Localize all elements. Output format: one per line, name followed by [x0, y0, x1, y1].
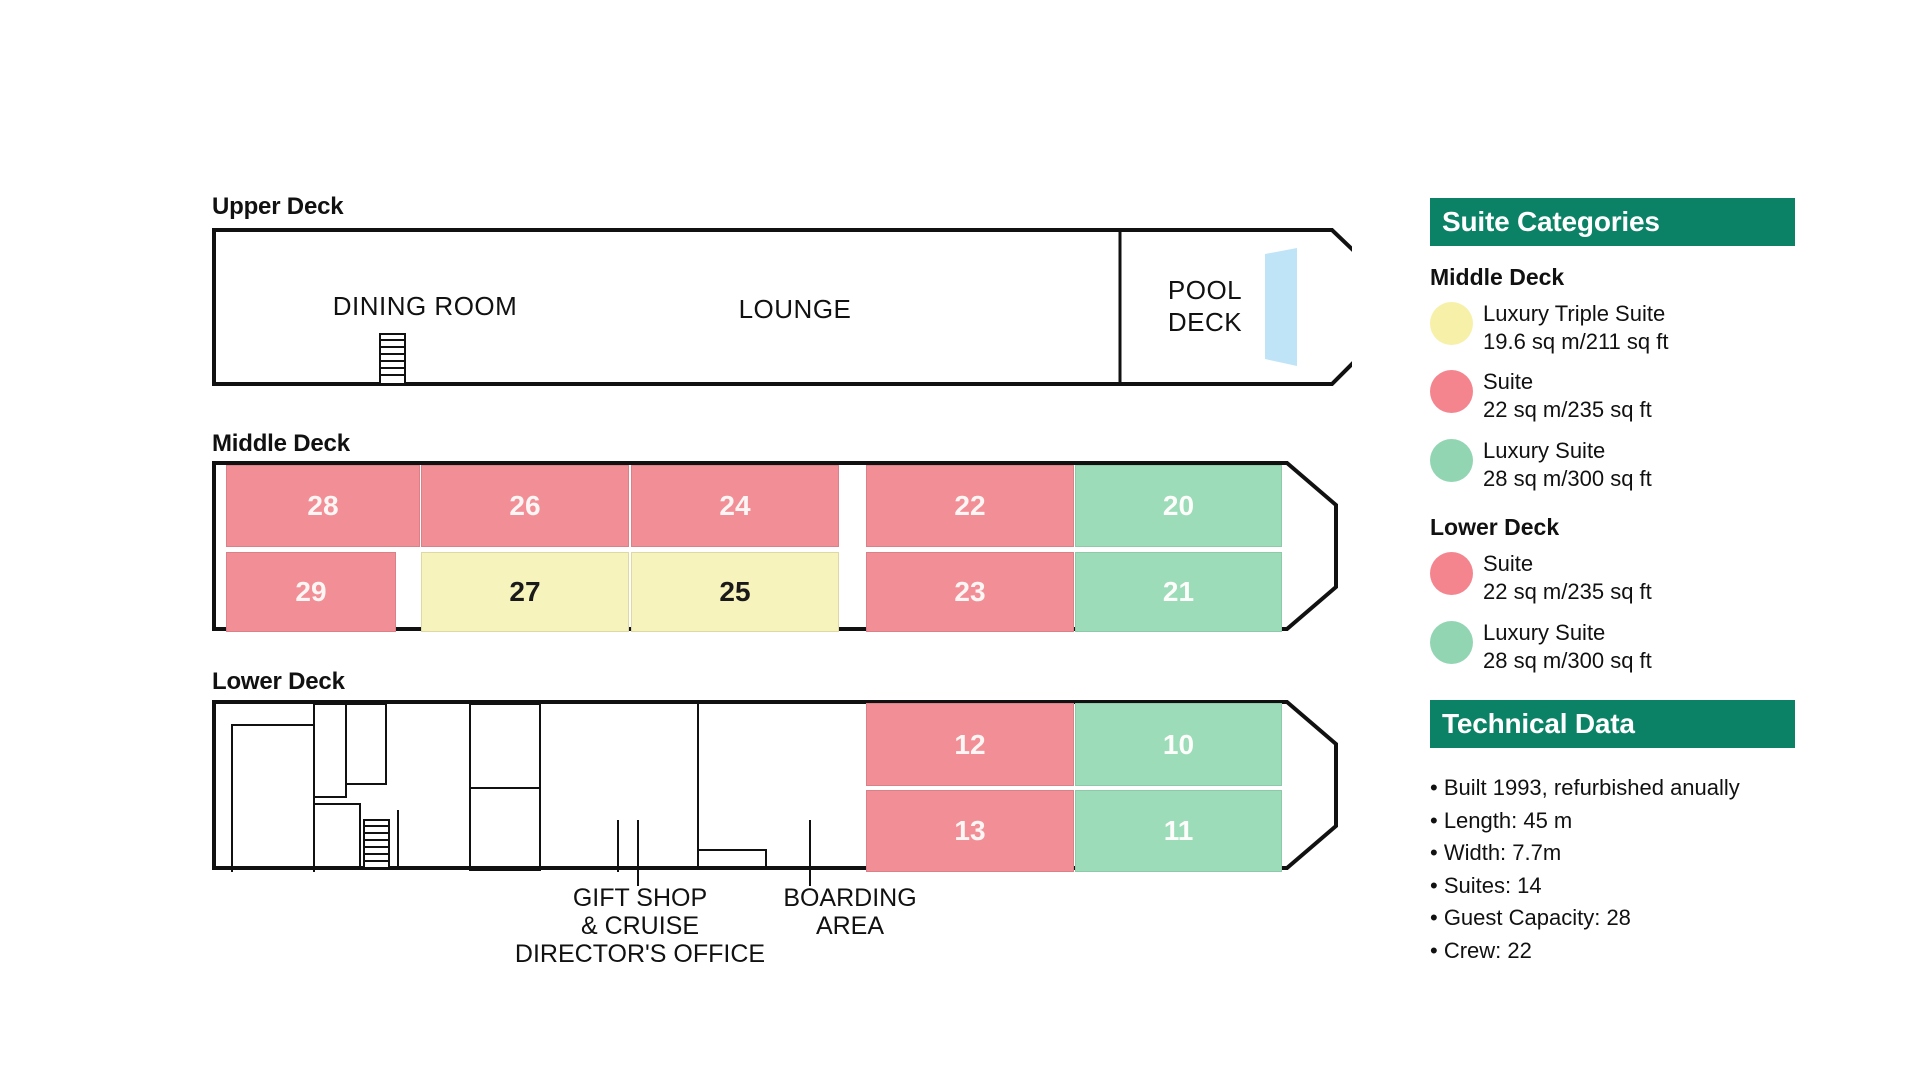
cabin-23[interactable]: 23	[866, 552, 1074, 632]
cabin-24[interactable]: 24	[631, 465, 839, 547]
legend-group-title-lower-deck: Lower Deck	[1430, 514, 1560, 540]
cabin-22[interactable]: 22	[866, 465, 1074, 547]
legend-swatch-icon	[1430, 621, 1473, 664]
cabin-21[interactable]: 21	[1075, 552, 1282, 632]
gift-shop-leader-line	[637, 820, 639, 886]
lower-deck-title: Lower Deck	[212, 668, 345, 695]
cabin-13[interactable]: 13	[866, 790, 1074, 872]
legend-item-middle-luxury-suite[interactable]: Luxury Suite 28 sq m/300 sq ft	[1430, 437, 1790, 493]
legend-item-middle-suite[interactable]: Suite 22 sq m/235 sq ft	[1430, 368, 1790, 424]
legend-item-name: Suite	[1483, 551, 1534, 576]
cabin-26[interactable]: 26	[421, 465, 629, 547]
pool-icon	[1265, 248, 1297, 366]
technical-item: • Suites: 14	[1430, 872, 1542, 898]
legend-swatch-icon	[1430, 552, 1473, 595]
technical-data-list: • Built 1993, refurbished anually • Leng…	[1430, 772, 1830, 967]
upper-deck-title: Upper Deck	[212, 193, 344, 220]
legend-group-title-middle-deck: Middle Deck	[1430, 264, 1565, 290]
room-lounge: LOUNGE	[738, 294, 852, 324]
legend-item-middle-luxury-triple-suite[interactable]: Luxury Triple Suite 19.6 sq m/211 sq ft	[1430, 300, 1790, 356]
legend-item-name: Suite	[1483, 369, 1534, 394]
cabin-27[interactable]: 27	[421, 552, 629, 632]
legend-swatch-icon	[1430, 302, 1473, 345]
technical-item: • Built 1993, refurbished anually	[1430, 775, 1740, 800]
middle-deck-title: Middle Deck	[212, 430, 350, 457]
legend-panel-title: Suite Categories	[1430, 198, 1795, 246]
legend-item-size: 22 sq m/235 sq ft	[1483, 579, 1652, 605]
legend-item-size: 22 sq m/235 sq ft	[1483, 397, 1652, 423]
cabin-29[interactable]: 29	[226, 552, 396, 632]
legend-item-size: 28 sq m/300 sq ft	[1483, 648, 1652, 674]
cabin-20[interactable]: 20	[1075, 465, 1282, 547]
cabin-11[interactable]: 11	[1075, 790, 1282, 872]
stairs-icon	[379, 333, 406, 385]
cabin-25[interactable]: 25	[631, 552, 839, 632]
legend-item-name: Luxury Triple Suite	[1483, 301, 1666, 326]
callout-gift-shop: GIFT SHOP & CRUISE DIRECTOR'S OFFICE	[514, 884, 766, 968]
cabin-10[interactable]: 10	[1075, 703, 1282, 786]
legend-item-lower-suite[interactable]: Suite 22 sq m/235 sq ft	[1430, 550, 1790, 606]
technical-item: • Guest Capacity: 28	[1430, 905, 1631, 931]
technical-item: • Crew: 22	[1430, 937, 1532, 963]
lower-deck-partitions	[231, 703, 767, 872]
room-pool-deck: POOL DECK	[1167, 275, 1243, 337]
callout-boarding-area: BOARDING AREA	[783, 884, 917, 940]
boarding-area-leader-line	[809, 820, 811, 886]
legend-item-name: Luxury Suite	[1483, 620, 1606, 645]
legend-item-name: Luxury Suite	[1483, 438, 1606, 463]
legend-item-lower-luxury-suite[interactable]: Luxury Suite 28 sq m/300 sq ft	[1430, 619, 1790, 675]
legend-item-size: 19.6 sq m/211 sq ft	[1483, 329, 1669, 355]
cabin-12[interactable]: 12	[866, 703, 1074, 786]
room-dining-room: DINING ROOM	[332, 291, 518, 321]
cabin-28[interactable]: 28	[226, 465, 420, 547]
stairs-icon	[363, 819, 390, 869]
legend-swatch-icon	[1430, 439, 1473, 482]
legend-swatch-icon	[1430, 370, 1473, 413]
technical-item: • Width: 7.7m	[1430, 840, 1562, 866]
technical-data-title: Technical Data	[1430, 700, 1795, 748]
technical-item: • Length: 45 m	[1430, 807, 1573, 833]
legend-item-size: 28 sq m/300 sq ft	[1483, 466, 1652, 492]
upper-deck-hull	[212, 228, 1352, 386]
